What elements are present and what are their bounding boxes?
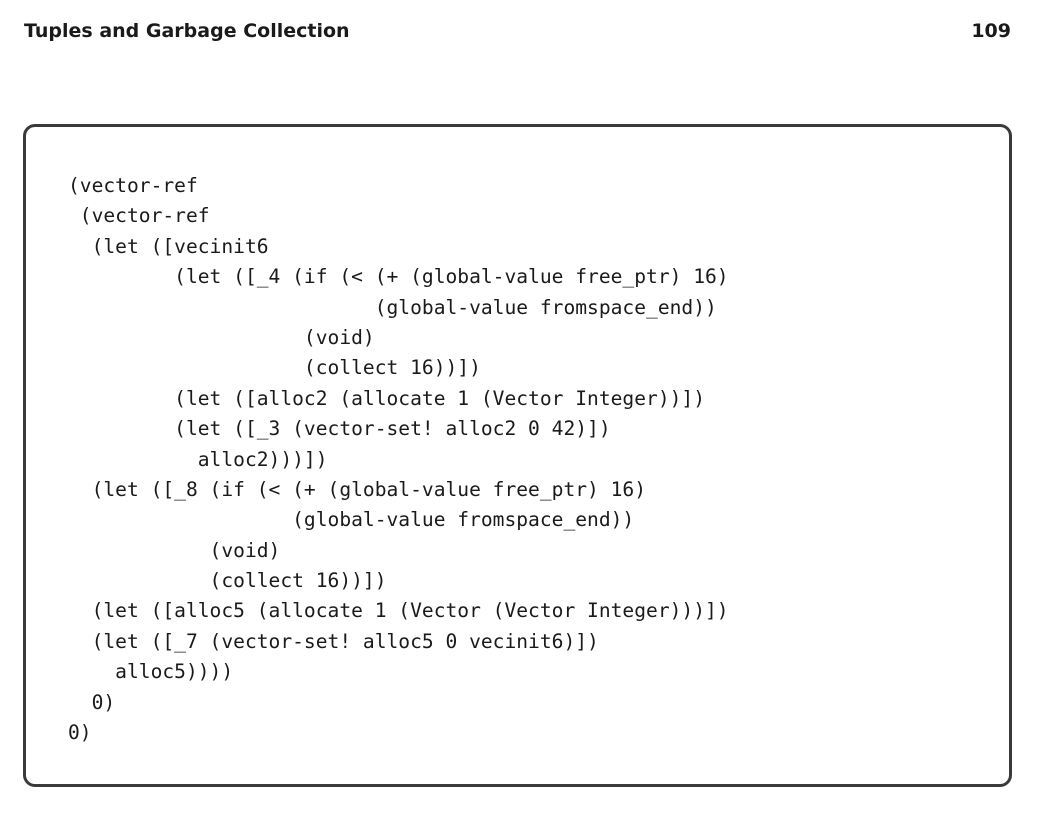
code-listing-frame: (vector-ref (vector-ref (let ([vecinit6 … bbox=[23, 124, 1012, 787]
code-line: (global-value fromspace_end)) bbox=[68, 508, 635, 532]
code-line: alloc2)))]) bbox=[68, 447, 328, 471]
code-line: alloc5)))) bbox=[68, 660, 234, 684]
code-line: (let ([_8 (if (< (+ (global-value free_p… bbox=[68, 477, 647, 501]
code-line: (let ([alloc2 (allocate 1 (Vector Intege… bbox=[68, 386, 706, 410]
code-line: (void) bbox=[68, 325, 375, 349]
section-title: Tuples and Garbage Collection bbox=[24, 20, 350, 42]
code-listing: (vector-ref (vector-ref (let ([vecinit6 … bbox=[68, 171, 729, 748]
code-line: (vector-ref bbox=[68, 204, 210, 228]
code-line: (let ([_3 (vector-set! alloc2 0 42)]) bbox=[68, 417, 611, 441]
code-line: (global-value fromspace_end)) bbox=[68, 295, 717, 319]
code-line: (let ([alloc5 (allocate 1 (Vector (Vecto… bbox=[68, 599, 729, 623]
code-line: (vector-ref bbox=[68, 174, 198, 197]
code-line: (collect 16))]) bbox=[68, 356, 481, 380]
code-line: (let ([vecinit6 bbox=[68, 234, 269, 258]
code-line: 0) bbox=[68, 721, 92, 745]
page-number: 109 bbox=[971, 20, 1011, 42]
code-line: (let ([_7 (vector-set! alloc5 0 vecinit6… bbox=[68, 629, 599, 653]
page-header: Tuples and Garbage Collection 109 bbox=[24, 20, 1011, 46]
code-line: (collect 16))]) bbox=[68, 569, 387, 593]
code-line: 0) bbox=[68, 690, 116, 714]
code-line: (let ([_4 (if (< (+ (global-value free_p… bbox=[68, 265, 729, 289]
code-line: (void) bbox=[68, 538, 281, 562]
